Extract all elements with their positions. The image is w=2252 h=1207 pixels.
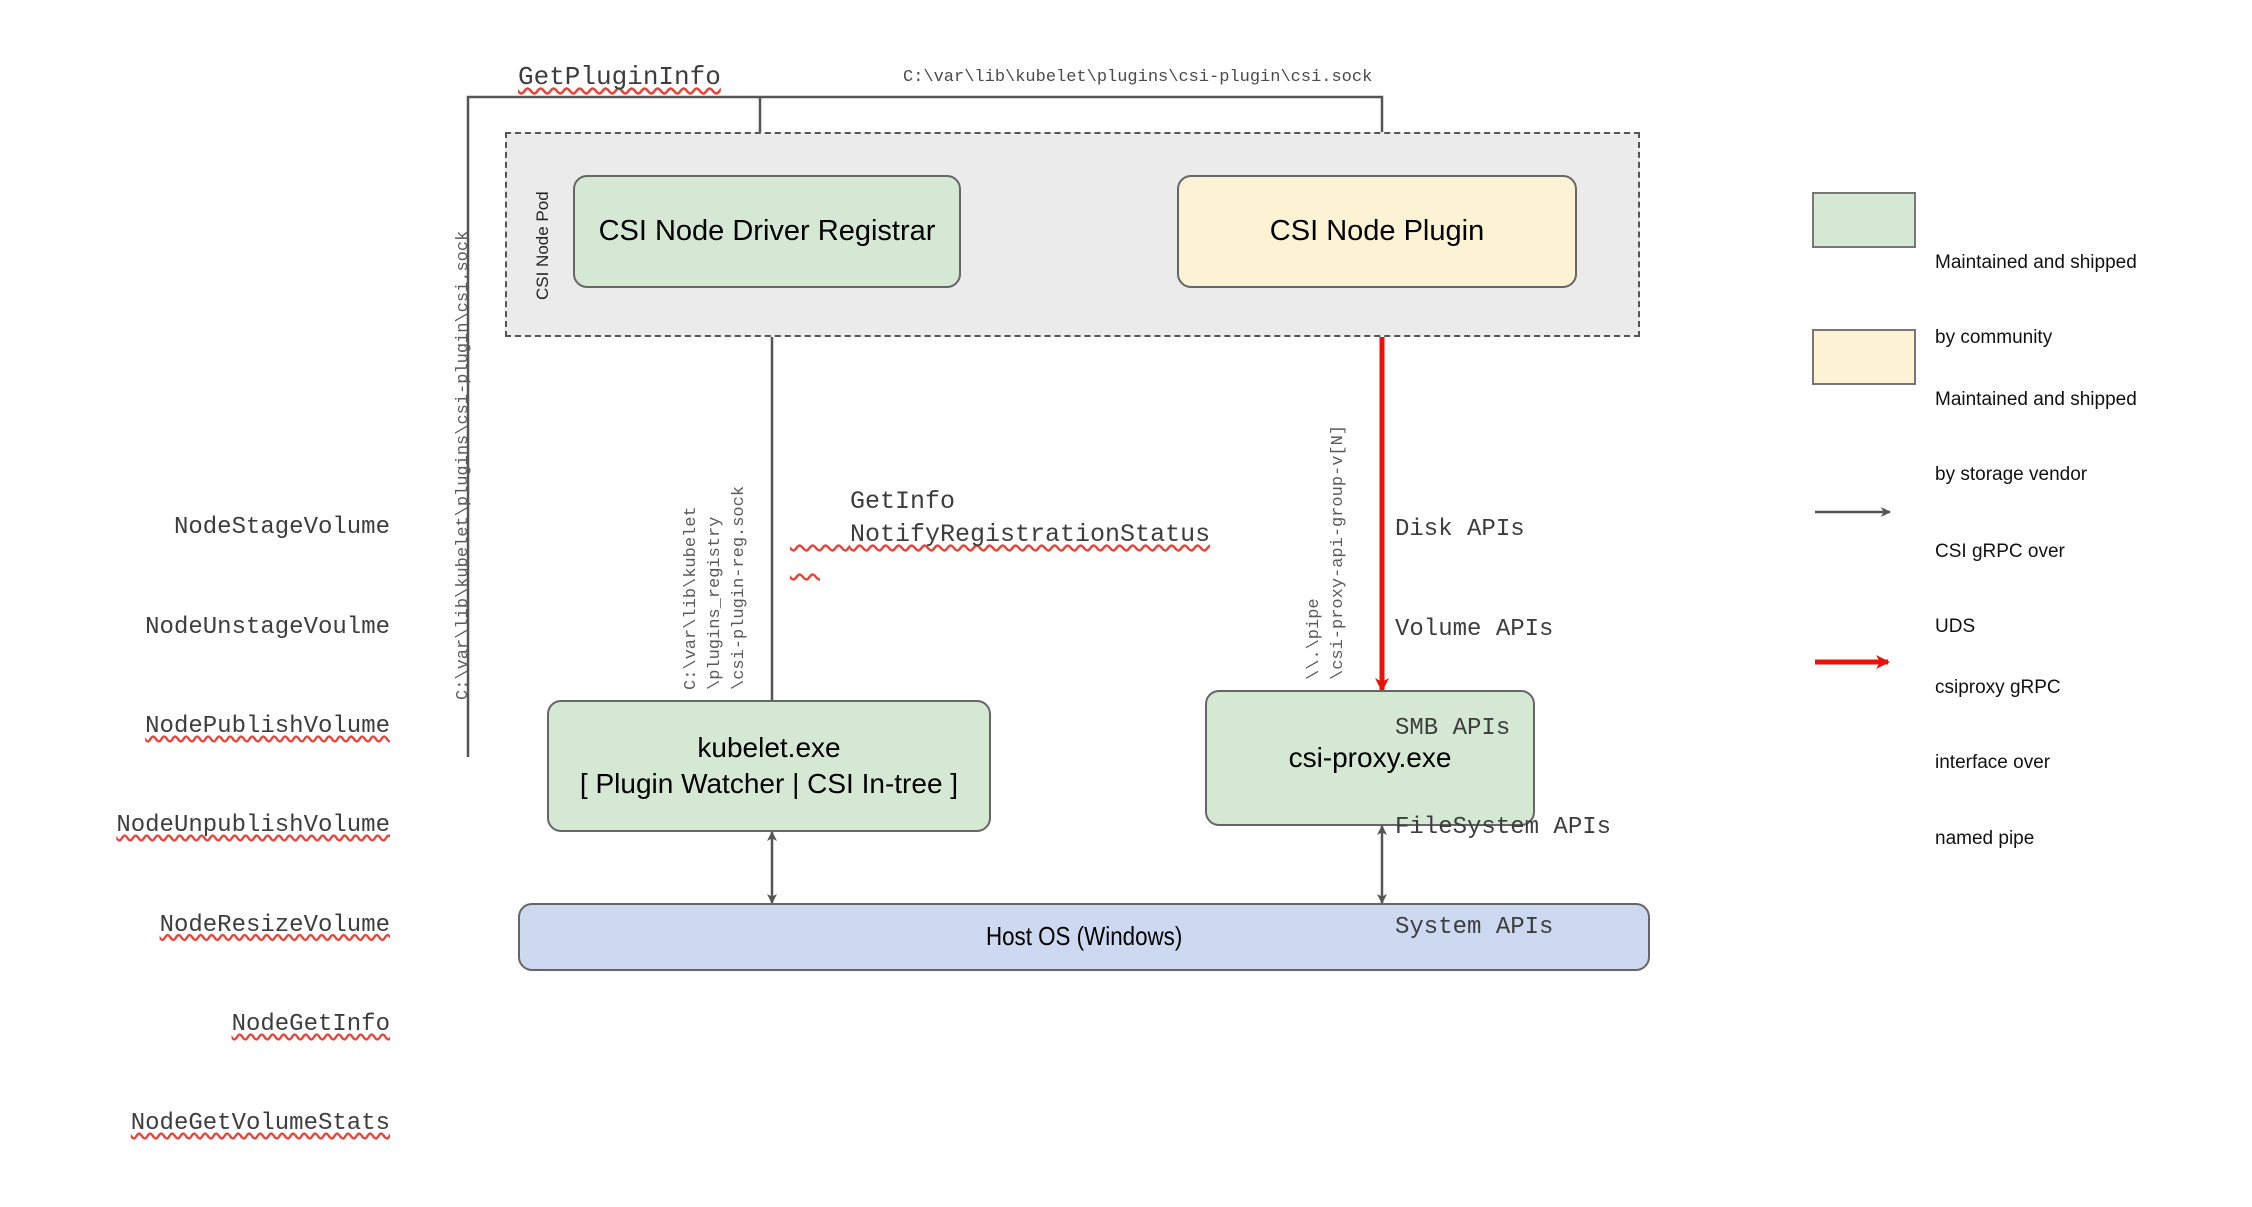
label-csi-sock-path-vertical: C:\var\lib\kubelet\plugins\csi-plugin\cs… [454, 230, 473, 700]
node-registrar-label: CSI Node Driver Registrar [598, 214, 936, 247]
legend-swatch-community [1812, 192, 1916, 248]
legend-label-vendor: Maintained and shipped by storage vendor [1935, 389, 2137, 486]
list-item: NodeGetInfo [231, 1010, 390, 1038]
list-item: NodeUnstageVoulme [145, 613, 390, 641]
label-registry-sock-line3: \csi-plugin-reg.sock [730, 485, 749, 690]
list-item: Volume APIs [1395, 615, 1554, 643]
node-kubelet-line2: [ Plugin Watcher | CSI In-tree ] [579, 768, 959, 799]
label-getinfo: GetInfo [850, 487, 956, 516]
node-host-os[interactable]: Host OS (Windows) [518, 903, 1650, 971]
csi-node-pod-label: CSI Node Pod [533, 191, 552, 300]
node-csi-proxy-label: csi-proxy.exe [1288, 741, 1452, 773]
label-notifyregistrationstatus: NotifyRegistrationStatus [850, 520, 1211, 549]
node-csi-proxy-exe[interactable]: csi-proxy.exe [1205, 690, 1535, 826]
label-named-pipe-line1: \\.\pipe [1305, 598, 1324, 680]
list-item: FileSystem APIs [1395, 814, 1612, 842]
label-csi-sock-path-top: C:\var\lib\kubelet\plugins\csi-plugin\cs… [903, 68, 1373, 87]
legend-label-csi-grpc-uds: CSI gRPC over UDS [1935, 541, 2065, 638]
legend-swatch-vendor [1812, 329, 1916, 385]
label-named-pipe-line2: \csi-proxy-api-group-v[N] [1329, 424, 1348, 680]
diagram-canvas: CSI Node Pod CSI Node Driver Registrar C… [116, 62, 2137, 1137]
node-csi-node-plugin[interactable]: CSI Node Plugin [1177, 175, 1577, 288]
label-registry-sock-line1: C:\var\lib\kubelet [682, 506, 701, 690]
label-getplugininfo: GetPluginInfo [518, 62, 721, 92]
list-item: SMB APIs [1395, 714, 1511, 742]
node-kubelet-exe[interactable]: kubelet.exe [ Plugin Watcher | CSI In-tr… [547, 700, 991, 832]
node-host-os-label: Host OS (Windows) [985, 921, 1183, 952]
node-csi-node-plugin-label: CSI Node Plugin [1269, 214, 1485, 247]
list-item: NodePublishVolume [145, 712, 390, 740]
node-csi-node-driver-registrar[interactable]: CSI Node Driver Registrar [573, 175, 961, 288]
list-item: NodeGetVolumeStats [130, 1110, 390, 1138]
label-registry-sock-line2: \plugins_registry [706, 516, 725, 690]
list-item: Disk APIs [1395, 516, 1525, 544]
list-item: System APIs [1395, 913, 1554, 941]
node-kubelet-line1: kubelet.exe [697, 731, 841, 763]
list-item: NodeStageVolume [173, 514, 390, 542]
list-item: NodeResizeVolume [159, 911, 390, 939]
list-item: NodeUnpublishVolume [116, 812, 390, 840]
legend-label-community: Maintained and shipped by community [1935, 252, 2137, 349]
legend-label-csiproxy-grpc-pipe: csiproxy gRPC interface over named pipe [1935, 677, 2061, 849]
node-service-call-list: NodeStageVolume NodeUnstageVoulme NodePu… [60, 445, 390, 1207]
csi-proxy-api-group-list: Disk APIs Volume APIs SMB APIs FileSyste… [1395, 447, 1611, 1010]
